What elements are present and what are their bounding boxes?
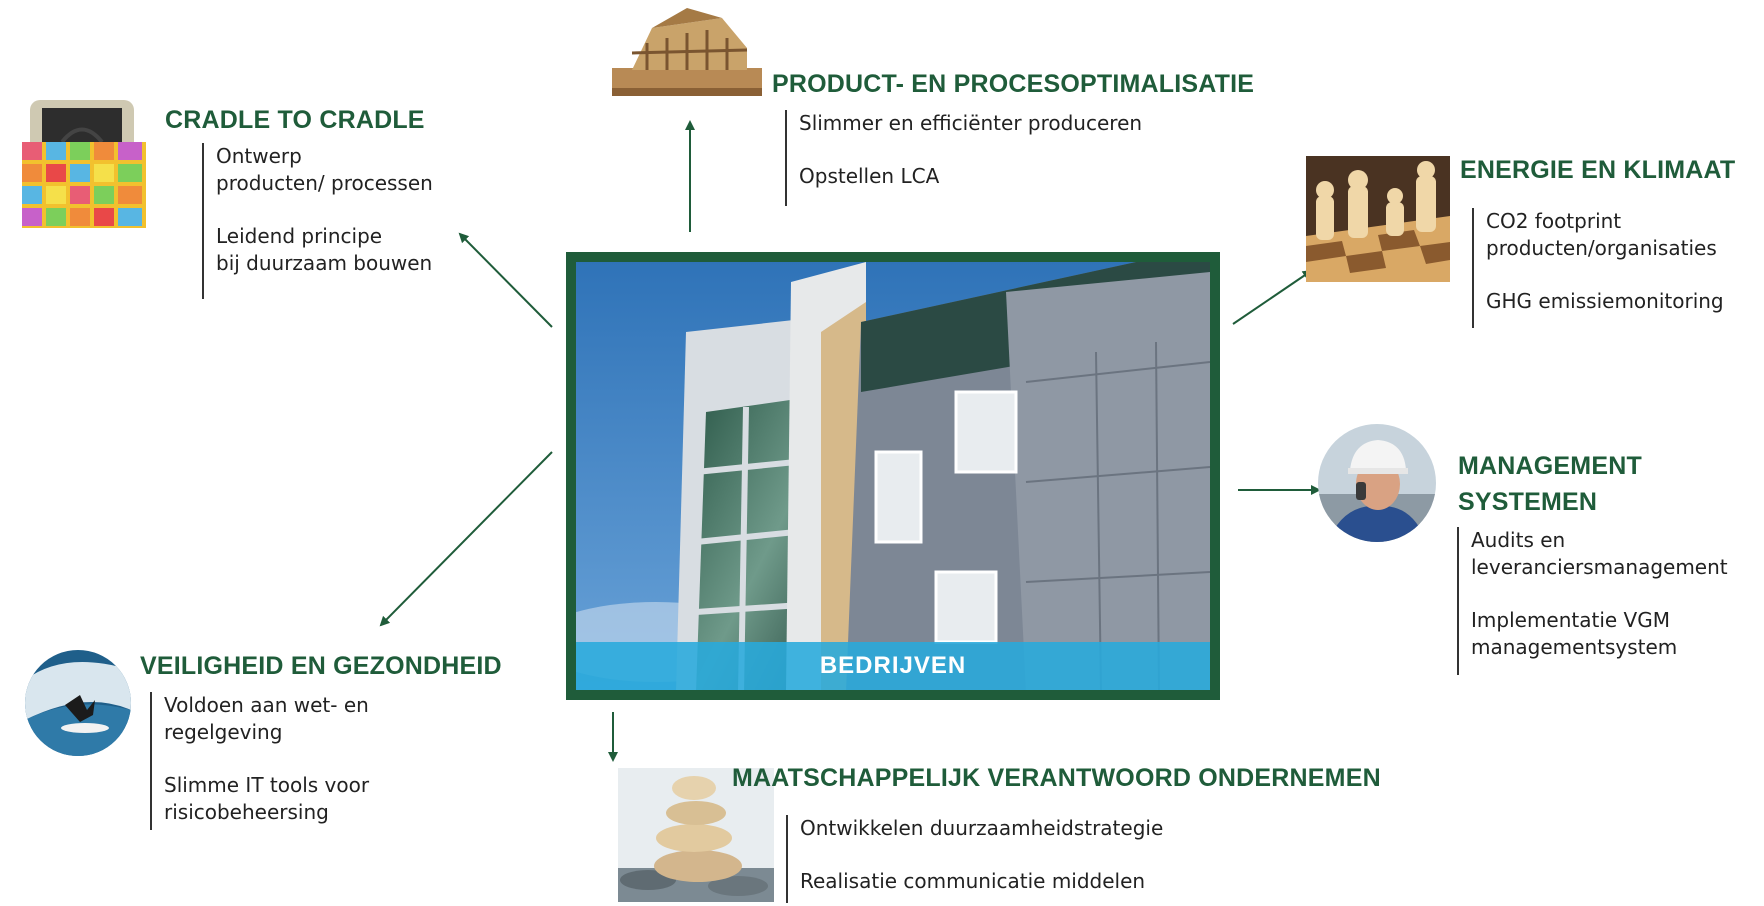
stacked-stones-image <box>618 768 774 902</box>
product-text-block: Slimmer en efficiënter produceren Opstel… <box>785 110 1142 206</box>
cradle-item-1: Ontwerp producten/ processen <box>216 144 433 195</box>
center-banner-label: BEDRIJVEN <box>576 642 1210 690</box>
veiligheid-heading: VEILIGHEID EN GEZONDHEID <box>140 652 502 680</box>
arrow-to-veiligheid <box>379 451 553 627</box>
mvo-item-2: Realisatie communicatie middelen <box>800 869 1146 893</box>
cradle-heading: CRADLE TO CRADLE <box>165 106 425 134</box>
worker-helmet-image <box>1318 424 1436 542</box>
mvo-item-1: Ontwikkelen duurzaamheidstrategie <box>800 816 1164 840</box>
product-item-1: Slimmer en efficiënter produceren <box>799 111 1143 135</box>
cradle-item-2: Leidend principe bij duurzaam bouwen <box>216 224 433 275</box>
office-building-image: BEDRIJVEN <box>576 262 1210 690</box>
energie-item-2: GHG emissiemonitoring <box>1486 289 1724 313</box>
energie-heading: ENERGIE EN KLIMAAT <box>1460 156 1736 184</box>
product-item-2: Opstellen LCA <box>799 164 940 188</box>
management-item-1: Audits en leveranciersmanagement <box>1471 528 1728 579</box>
cradle-text-block: Ontwerp producten/ processen Leidend pri… <box>202 143 433 299</box>
arrow-to-energie <box>1232 269 1313 325</box>
veiligheid-item-2: Slimme IT tools voor risicobeheersing <box>164 773 370 824</box>
product-heading: PRODUCT- EN PROCESOPTIMALISATIE <box>772 70 1255 98</box>
veiligheid-text-block: Voldoen aan wet- en regelgeving Slimme I… <box>150 692 369 830</box>
management-heading: MANAGEMENT SYSTEMEN <box>1458 452 1642 516</box>
chess-pieces-image <box>1306 156 1450 282</box>
management-item-2: Implementatie VGM managementsystem <box>1471 608 1678 659</box>
mvo-text-block: Ontwikkelen duurzaamheidstrategie Realis… <box>786 815 1163 903</box>
veiligheid-item-1: Voldoen aan wet- en regelgeving <box>164 693 369 744</box>
center-photo-frame: BEDRIJVEN <box>566 252 1220 700</box>
mvo-heading: MAATSCHAPPELIJK VERANTWOORD ONDERNEMEN <box>732 764 1381 792</box>
energie-item-1: CO2 footprint producten/organisaties <box>1486 209 1717 260</box>
surfer-image <box>25 650 131 756</box>
arrow-to-cradle <box>458 232 553 328</box>
energie-text-block: CO2 footprint producten/organisaties GHG… <box>1472 208 1724 328</box>
colorful-bag-image <box>12 92 152 232</box>
house-frame-image <box>612 8 762 96</box>
management-text-block: Audits en leveranciersmanagement Impleme… <box>1457 527 1728 675</box>
